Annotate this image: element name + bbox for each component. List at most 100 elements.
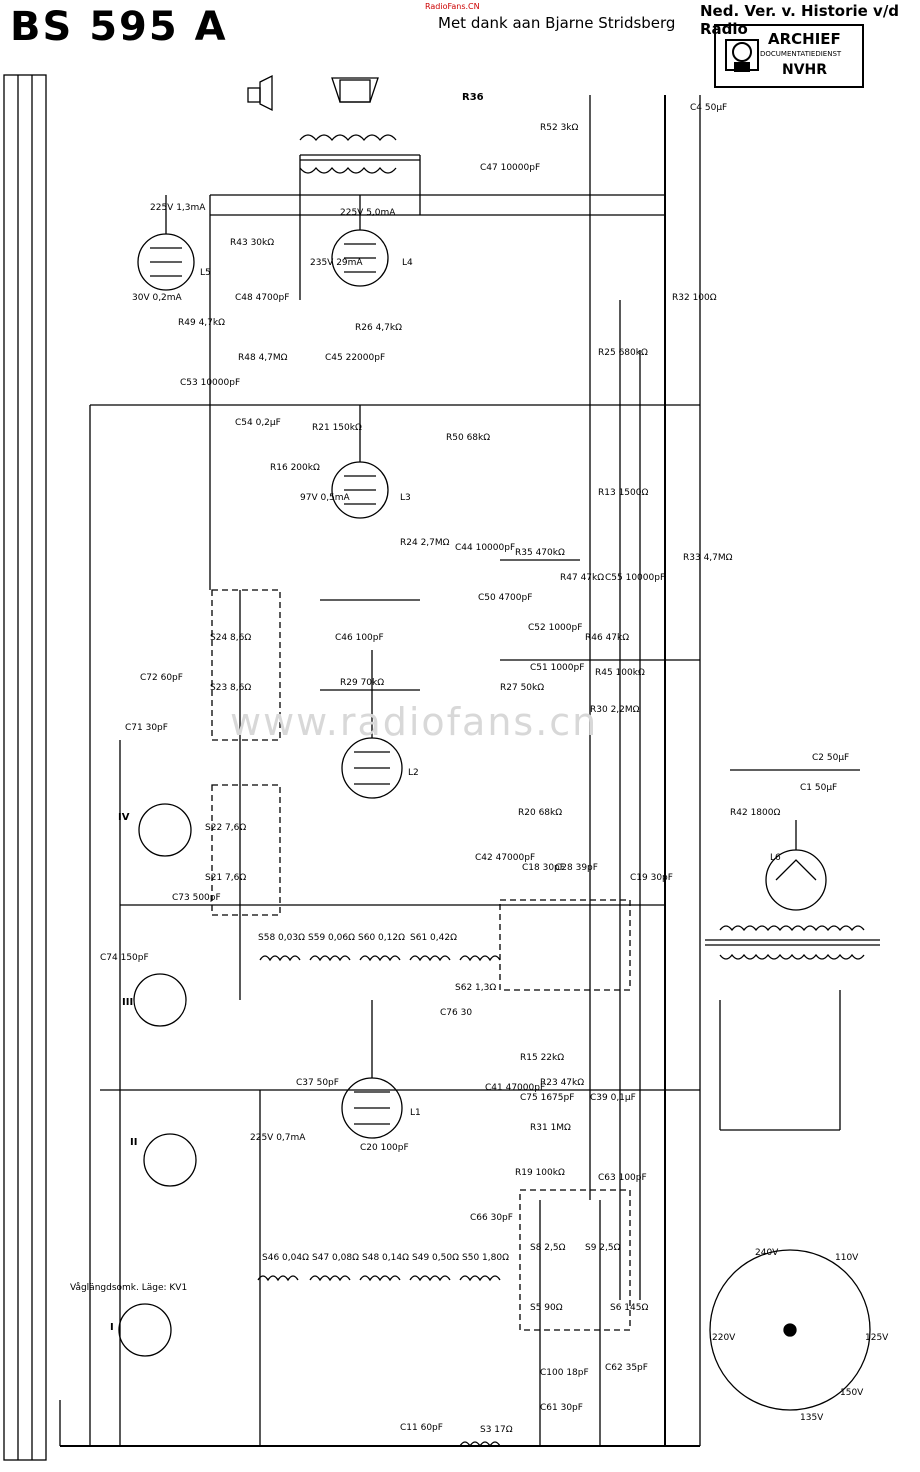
- antenna-coil: [459, 1441, 501, 1448]
- label-V225c: 225V 0,7mA: [250, 1133, 306, 1143]
- speaker-icon: [331, 77, 379, 103]
- label-C53: C53 10000pF: [180, 378, 240, 388]
- label-R33: R33 4,7MΩ: [683, 553, 733, 563]
- label-C19: C19 30pF: [630, 873, 673, 883]
- radiofans-watermark: www.radiofans.cn: [230, 700, 599, 744]
- label-R48: R48 4,7MΩ: [238, 353, 288, 363]
- label-S9: S9 2,5Ω: [585, 1243, 621, 1253]
- label-S50: S50 1,80Ω: [462, 1253, 509, 1263]
- label-S61: S61 0,42Ω: [410, 933, 457, 943]
- label-S3: S3 17Ω: [480, 1425, 513, 1435]
- stamp-line-1: ARCHIEF: [768, 30, 841, 48]
- label-R26: R26 4,7kΩ: [355, 323, 402, 333]
- tube-L5: [137, 233, 195, 291]
- label-S49: S49 0,50Ω: [412, 1253, 459, 1263]
- credit-line: Met dank aan Bjarne Stridsberg: [438, 14, 676, 32]
- wave-switch-IV: [138, 803, 192, 857]
- label-L5: L5: [200, 268, 211, 278]
- label-band-IV: IV: [118, 812, 130, 823]
- label-R49: R49 4,7kΩ: [178, 318, 225, 328]
- label-C50: C50 4700pF: [478, 593, 532, 603]
- label-C47: C47 10000pF: [480, 163, 540, 173]
- label-S48: S48 0,14Ω: [362, 1253, 409, 1263]
- label-band-III: III: [122, 997, 133, 1008]
- label-S62: S62 1,3Ω: [455, 983, 496, 993]
- label-C71: C71 30pF: [125, 723, 168, 733]
- wave-switch-II: [143, 1133, 197, 1187]
- cross-reference-column: [3, 74, 47, 1461]
- label-C45: C45 22000pF: [325, 353, 385, 363]
- seal-icon: [725, 39, 759, 72]
- label-C100: C100 18pF: [540, 1368, 589, 1378]
- label-C51: C51 1000pF: [530, 663, 584, 673]
- label-L1: L1: [410, 1108, 421, 1118]
- label-R45: R45 100kΩ: [595, 668, 645, 678]
- label-S59: S59 0,06Ω: [308, 933, 355, 943]
- label-C76: C76 30: [440, 1008, 472, 1018]
- label-mains-135: 135V: [800, 1413, 824, 1423]
- label-R36: R36: [462, 92, 484, 103]
- label-S8: S8 2,5Ω: [530, 1243, 566, 1253]
- label-C75: C75 1675pF: [520, 1093, 574, 1103]
- label-R21: R21 150kΩ: [312, 423, 362, 433]
- label-V30: 30V 0,2mA: [132, 293, 183, 303]
- output-transformer: [299, 134, 420, 174]
- archive-stamp: ARCHIEF DOCUMENTATIEDIENST NVHR: [714, 24, 864, 88]
- label-S46: S46 0,04Ω: [262, 1253, 309, 1263]
- coil-bank-middle: [259, 899, 631, 991]
- label-C61: C61 30pF: [540, 1403, 583, 1413]
- label-C62: C62 35pF: [605, 1363, 648, 1373]
- label-R35: R35 470kΩ: [515, 548, 565, 558]
- label-C54: C54 0,2µF: [235, 418, 281, 428]
- label-V235: 235V 29mA: [310, 258, 363, 268]
- tube-L3: [331, 461, 389, 519]
- label-switch-note: Våglängdsomk. Läge: KV1: [70, 1282, 187, 1293]
- label-R23: R23 47kΩ: [540, 1078, 584, 1088]
- label-S58: S58 0,03Ω: [258, 933, 305, 943]
- label-C52: C52 1000pF: [528, 623, 582, 633]
- label-R24: R24 2,7MΩ: [400, 538, 450, 548]
- label-C55: C55 10000pF: [605, 573, 665, 583]
- label-R42: R42 1800Ω: [730, 808, 780, 818]
- label-L4: L4: [402, 258, 413, 268]
- label-C11: C11 60pF: [400, 1423, 443, 1433]
- label-S24: S24 8,6Ω: [210, 633, 251, 643]
- if-filter-upper: [211, 589, 281, 741]
- label-R15: R15 22kΩ: [520, 1053, 564, 1063]
- label-C20: C20 100pF: [360, 1143, 409, 1153]
- archive-note: Ned. Ver. v. Historie v/d Radio: [700, 2, 900, 38]
- label-S6: S6 145Ω: [610, 1303, 648, 1313]
- label-R25: R25 680kΩ: [598, 348, 648, 358]
- label-mains-125: 125V: [865, 1333, 889, 1343]
- label-R27: R27 50kΩ: [500, 683, 544, 693]
- label-R20: R20 68kΩ: [518, 808, 562, 818]
- label-C63: C63 100pF: [598, 1173, 647, 1183]
- label-S5: S5 90Ω: [530, 1303, 563, 1313]
- label-L6: L6: [770, 853, 781, 863]
- label-R50: R50 68kΩ: [446, 433, 490, 443]
- label-C41: C41 47000pF: [485, 1083, 545, 1093]
- source-watermark: RadioFans.CN: [425, 2, 480, 11]
- label-C4: C4 50µF: [690, 103, 727, 113]
- label-C73: C73 500pF: [172, 893, 221, 903]
- wave-switch-III: [133, 973, 187, 1027]
- label-R19: R19 100kΩ: [515, 1168, 565, 1178]
- tube-L1: [341, 1077, 403, 1139]
- label-R47: R47 47kΩ: [560, 573, 604, 583]
- label-mains-220: 220V: [712, 1333, 736, 1343]
- label-S22: S22 7,6Ω: [205, 823, 246, 833]
- label-C48: C48 4700pF: [235, 293, 289, 303]
- label-mains-110: 110V: [835, 1253, 859, 1263]
- label-C2: C2 50µF: [812, 753, 849, 763]
- label-C1: C1 50µF: [800, 783, 837, 793]
- tube-L2: [341, 737, 403, 799]
- label-C44: C44 10000pF: [455, 543, 515, 553]
- page-title: BS 595 A: [10, 4, 228, 50]
- label-L3: L3: [400, 493, 411, 503]
- label-C66: C66 30pF: [470, 1213, 513, 1223]
- voltage-selector: [709, 1249, 871, 1411]
- label-S23: S23 8,6Ω: [210, 683, 251, 693]
- label-R13: R13 1500Ω: [598, 488, 648, 498]
- label-C28: C28 39pF: [555, 863, 598, 873]
